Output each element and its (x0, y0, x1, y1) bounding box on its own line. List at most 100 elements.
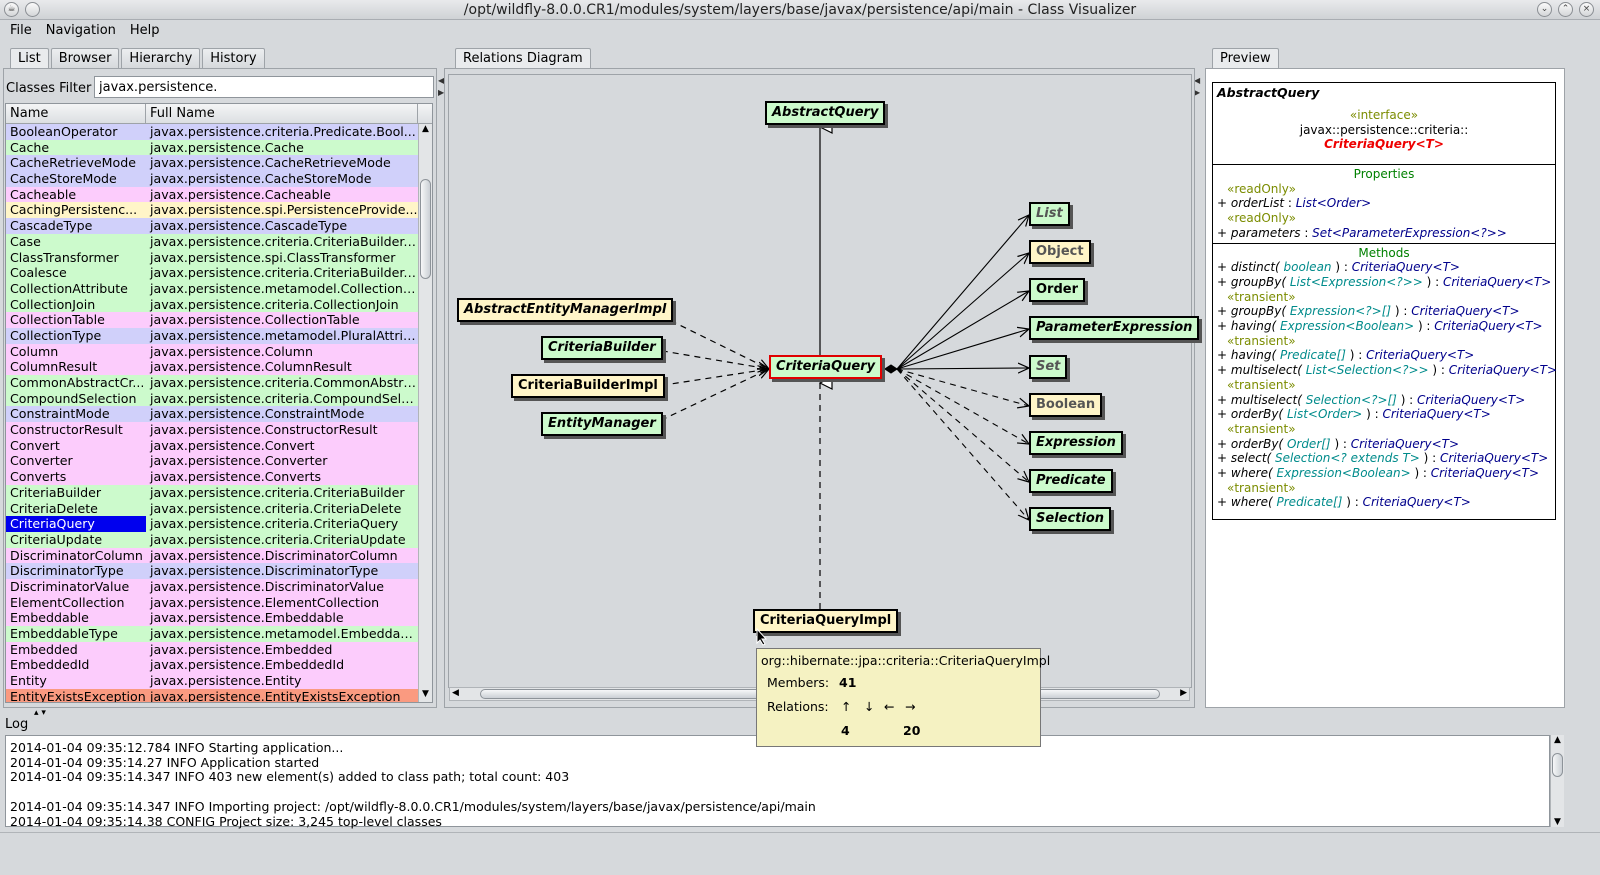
tab-browser[interactable]: Browser (50, 48, 120, 68)
row-name-cell[interactable]: CollectionType (10, 327, 102, 343)
row-fullname-cell[interactable]: javax.persistence.ConstraintMode (150, 406, 365, 422)
node-criteriabuilder[interactable]: CriteriaBuilder (541, 336, 663, 360)
row-fullname-cell[interactable]: javax.persistence.EntityExistsException (150, 688, 401, 703)
row-fullname-cell[interactable]: javax.persistence.spi.ClassTransformer (150, 249, 396, 265)
menu-file[interactable]: File (10, 23, 32, 38)
classes-filter-input[interactable] (94, 76, 434, 98)
node-criteriaquery[interactable]: CriteriaQuery (769, 355, 883, 379)
row-name-cell[interactable]: Converts (10, 469, 67, 485)
table-vertical-scrollbar[interactable]: ▲ ▼ (418, 124, 432, 702)
row-name-cell[interactable]: EmbeddedId (10, 657, 90, 673)
node-entitymanager[interactable]: EntityManager (541, 412, 663, 436)
row-name-cell[interactable]: Embedded (10, 641, 78, 657)
row-fullname-cell[interactable]: javax.persistence.Converts (150, 469, 322, 485)
node-order[interactable]: Order (1029, 278, 1085, 302)
table-row[interactable]: EmbeddableType javax.persistence.metamode… (6, 626, 432, 642)
row-fullname-cell[interactable]: javax.persistence.Entity (150, 673, 302, 689)
row-name-cell[interactable]: BooleanOperator (10, 124, 118, 139)
row-name-cell[interactable]: Convert (10, 437, 60, 453)
node-expression[interactable]: Expression (1029, 431, 1123, 455)
row-name-cell[interactable]: CollectionAttribute (10, 280, 128, 296)
splitter2-left-arrow-icon[interactable]: ◀ (1194, 76, 1201, 85)
row-fullname-cell[interactable]: javax.persistence.criteria.Predicate.Boo… (150, 124, 416, 139)
node-parameterexpression[interactable]: ParameterExpression (1029, 316, 1200, 340)
row-name-cell[interactable]: ClassTransformer (10, 249, 119, 265)
table-row[interactable]: ConstructorResult javax.persistence.Const… (6, 422, 432, 438)
table-row[interactable]: CommonAbstractCr...javax.persistence.cri… (6, 375, 432, 391)
tab-preview[interactable]: Preview (1212, 48, 1279, 68)
scroll-up-arrow-icon[interactable]: ▲ (422, 124, 429, 134)
row-fullname-cell[interactable]: javax.persistence.DiscriminatorColumn (150, 547, 398, 563)
node-abstractquery[interactable]: AbstractQuery (765, 101, 886, 125)
tab-history[interactable]: History (202, 48, 265, 68)
row-name-cell[interactable]: Converter (10, 453, 73, 469)
app-java-icon[interactable]: ☕ (4, 2, 19, 17)
row-fullname-cell[interactable]: javax.persistence.metamodel.Embeddab... (150, 626, 418, 641)
row-fullname-cell[interactable]: javax.persistence.CollectionTable (150, 312, 360, 328)
row-name-cell[interactable]: CriteriaBuilder (10, 484, 102, 500)
relations-diagram[interactable]: AbstractQuery CriteriaQuery AbstractEnti… (448, 74, 1200, 688)
splitter2-right-arrow-icon[interactable]: ▶ (1194, 88, 1201, 97)
table-row[interactable]: Converts javax.persistence.Converts (6, 469, 432, 485)
hscroll-left-arrow-icon[interactable]: ◀ (452, 688, 459, 698)
row-fullname-cell[interactable]: javax.persistence.Cacheable (150, 186, 331, 202)
row-fullname-cell[interactable]: javax.persistence.CacheRetrieveMode (150, 155, 391, 171)
row-name-cell[interactable]: CachingPersistenc... (10, 202, 138, 218)
table-row[interactable]: Embedded javax.persistence.Embedded (6, 641, 432, 658)
table-row[interactable]: Case javax.persistence.criteria.CriteriaB… (6, 233, 432, 250)
hscroll-right-arrow-icon[interactable]: ▶ (1180, 688, 1187, 698)
row-fullname-cell[interactable]: javax.persistence.ElementCollection (150, 594, 380, 610)
splitter-right-arrow-icon[interactable]: ▶ (438, 88, 445, 97)
column-header-full-name[interactable]: Full Name (146, 104, 418, 123)
node-boolean[interactable]: Boolean (1029, 393, 1103, 417)
row-name-cell[interactable]: DiscriminatorType (10, 563, 124, 579)
row-name-cell[interactable]: Embeddable (10, 610, 89, 626)
table-row[interactable]: BooleanOperator javax.persistence.criteri… (6, 124, 432, 140)
row-name-cell[interactable]: ConstructorResult (10, 422, 123, 438)
row-name-cell[interactable]: Case (10, 233, 41, 249)
log-scroll-thumb[interactable] (1552, 753, 1563, 777)
row-name-cell[interactable]: EmbeddableType (10, 626, 118, 641)
row-fullname-cell[interactable]: javax.persistence.criteria.CriteriaBuild… (150, 233, 418, 249)
tab-list[interactable]: List (10, 48, 49, 68)
row-name-cell[interactable]: EntityExistsException (10, 688, 146, 703)
node-selection[interactable]: Selection (1029, 507, 1112, 531)
table-scroll-thumb[interactable] (420, 179, 431, 279)
row-name-cell[interactable]: ConstraintMode (10, 406, 110, 422)
node-predicate[interactable]: Predicate (1029, 469, 1113, 493)
table-row[interactable]: ClassTransformer javax.persistence.spi.Cl… (6, 249, 432, 266)
row-fullname-cell[interactable]: javax.persistence.spi.PersistenceProvide… (150, 202, 418, 218)
row-fullname-cell[interactable]: javax.persistence.criteria.CompoundSele.… (150, 390, 418, 406)
row-name-cell[interactable]: CollectionJoin (10, 296, 96, 312)
row-fullname-cell[interactable]: javax.persistence.metamodel.PluralAttrib… (150, 327, 418, 343)
row-name-cell[interactable]: Cacheable (10, 186, 77, 202)
row-fullname-cell[interactable]: javax.persistence.ColumnResult (150, 359, 352, 375)
maximize-icon[interactable]: ⌃ (1558, 2, 1573, 17)
row-fullname-cell[interactable]: javax.persistence.Embeddable (150, 610, 344, 626)
row-name-cell[interactable]: CacheStoreMode (10, 171, 117, 187)
table-row[interactable]: CollectionType javax.persistence.metamode… (6, 327, 432, 344)
row-fullname-cell[interactable]: javax.persistence.criteria.CriteriaUpdat… (150, 531, 406, 547)
row-name-cell[interactable]: DiscriminatorValue (10, 578, 130, 594)
table-row[interactable]: ConstraintMode javax.persistence.Constrai… (6, 406, 432, 423)
row-name-cell[interactable]: ElementCollection (10, 594, 125, 610)
row-fullname-cell[interactable]: javax.persistence.criteria.CriteriaBuild… (150, 484, 405, 500)
row-fullname-cell[interactable]: javax.persistence.criteria.CollectionJoi… (150, 296, 399, 312)
row-fullname-cell[interactable]: javax.persistence.ConstructorResult (150, 422, 378, 438)
column-header-name[interactable]: Name (6, 104, 146, 123)
node-criteriabuilderimpl[interactable]: CriteriaBuilderImpl (511, 374, 665, 398)
row-name-cell[interactable]: CriteriaQuery (6, 516, 146, 532)
row-name-cell[interactable]: CacheRetrieveMode (10, 155, 136, 171)
row-fullname-cell[interactable]: javax.persistence.Embedded (150, 641, 333, 657)
